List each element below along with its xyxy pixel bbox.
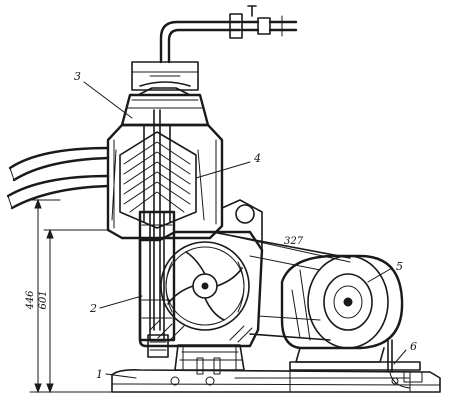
receiver-cover <box>120 61 210 127</box>
callout-2: 2 <box>89 302 97 315</box>
frame-column <box>138 210 176 358</box>
motor-support <box>387 339 423 389</box>
belt-distance-label: 327 <box>284 236 304 247</box>
separator-drum <box>111 124 205 229</box>
bowl-casing <box>106 123 224 240</box>
pedestal <box>174 344 245 375</box>
height-dimension-446: 446 <box>25 290 36 311</box>
gear-housing <box>138 230 264 348</box>
electric-motor <box>280 254 421 371</box>
callout-5: 5 <box>396 260 403 273</box>
outlet-spouts <box>6 146 110 210</box>
base-frame <box>111 369 441 393</box>
callout-6: 6 <box>410 340 417 353</box>
inlet-pipe <box>159 5 298 64</box>
callout-4: 4 <box>253 152 261 165</box>
spindle <box>153 109 161 331</box>
height-dimensions <box>29 198 113 394</box>
leader-lines <box>83 81 407 379</box>
callout-3: 3 <box>74 70 81 83</box>
callout-1: 1 <box>96 368 103 381</box>
height-dimension-601: 601 <box>38 290 49 309</box>
belt-dimension <box>231 235 351 263</box>
